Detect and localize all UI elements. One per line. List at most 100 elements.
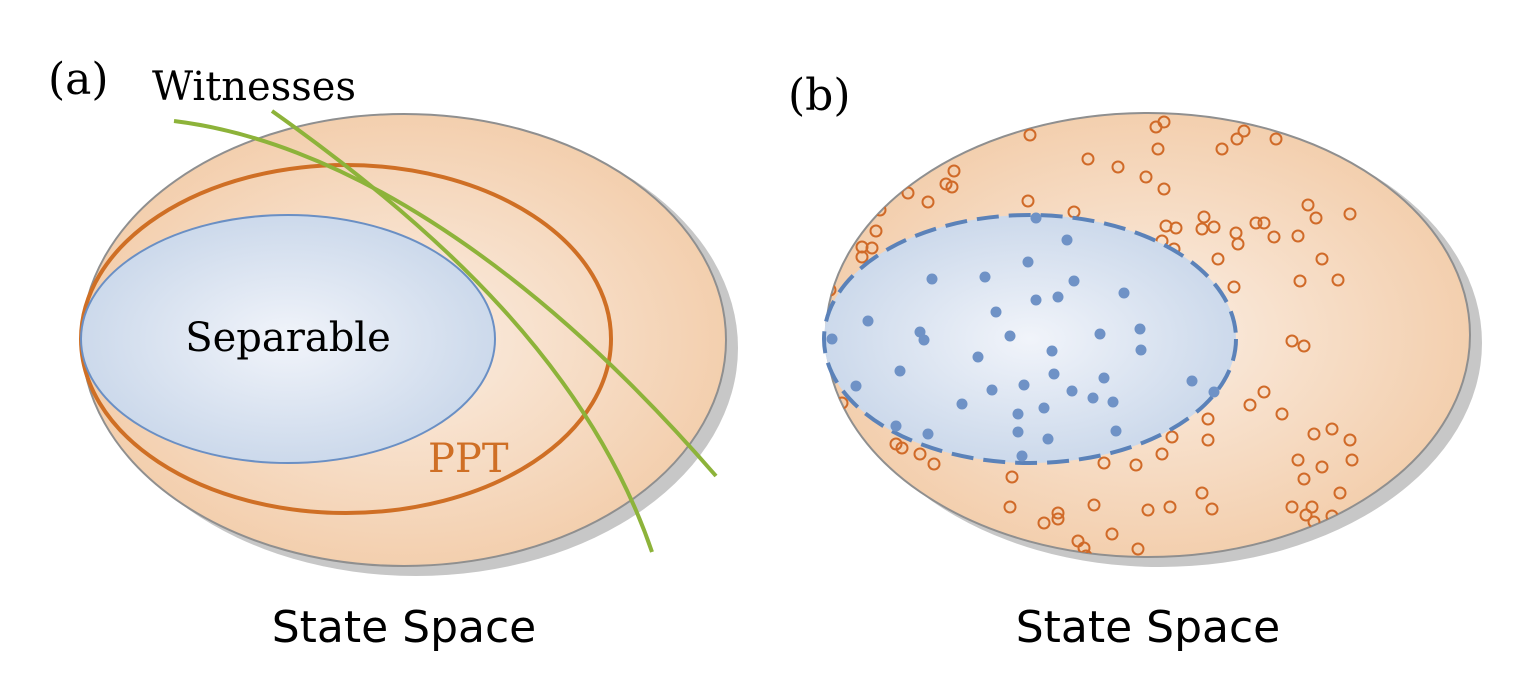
separable-point: [1030, 294, 1042, 306]
separable-ellipse: [80, 214, 496, 464]
entangled-point: [1249, 216, 1263, 230]
separable-point: [926, 273, 938, 285]
separable-point: [1012, 408, 1024, 420]
separable-point: [1038, 402, 1050, 414]
entangled-point: [1293, 274, 1307, 288]
entangled-point: [921, 195, 935, 209]
entangled-point: [1097, 456, 1111, 470]
entangled-point: [927, 457, 941, 471]
entangled-point: [1003, 500, 1017, 514]
separable-region-dashed: [822, 213, 1238, 465]
entangled-point: [1333, 486, 1347, 500]
separable-label: Separable: [185, 315, 391, 361]
entangled-point: [1257, 216, 1271, 230]
entangled-point: [1285, 500, 1299, 514]
entangled-point: [1201, 412, 1215, 426]
separable-point: [956, 398, 968, 410]
separable-point: [1110, 425, 1122, 437]
entangled-point: [1231, 237, 1245, 251]
entangled-point: [901, 186, 915, 200]
entangled-point: [1205, 502, 1219, 516]
caption-b: State Space: [1016, 602, 1281, 653]
entangled-point: [1243, 398, 1257, 412]
entangled-point: [1345, 453, 1359, 467]
entangled-point: [1195, 222, 1209, 236]
separable-point: [1061, 234, 1073, 246]
entangled-point: [1129, 458, 1143, 472]
entangled-point: [945, 180, 959, 194]
entangled-point: [1111, 160, 1125, 174]
separable-point: [1135, 344, 1147, 356]
separable-point: [922, 428, 934, 440]
separable-point: [890, 420, 902, 432]
separable-point: [1208, 386, 1220, 398]
entangled-point: [1195, 486, 1209, 500]
entangled-point: [1257, 385, 1271, 399]
entangled-point: [1005, 470, 1019, 484]
separable-point: [1186, 375, 1198, 387]
entangled-point: [1157, 182, 1171, 196]
separable-point: [1018, 379, 1030, 391]
separable-point: [972, 351, 984, 363]
separable-point: [1068, 275, 1080, 287]
entangled-points: [826, 115, 1359, 557]
panel-b: (b) State Space: [788, 70, 1482, 653]
separable-point: [1118, 287, 1130, 299]
separable-point: [894, 365, 906, 377]
separable-point: [918, 334, 930, 346]
separable-point: [979, 271, 991, 283]
separable-point: [1016, 450, 1028, 462]
entangled-point: [1169, 221, 1183, 235]
entangled-point: [1297, 472, 1311, 486]
entangled-point: [1155, 447, 1169, 461]
entangled-point: [1230, 132, 1244, 146]
separable-point: [1048, 368, 1060, 380]
separable-point: [826, 333, 838, 345]
entangled-point: [1141, 503, 1155, 517]
entangled-point: [1051, 512, 1065, 526]
entangled-point: [1207, 220, 1221, 234]
entangled-point: [1081, 152, 1095, 166]
entangled-point: [1325, 422, 1339, 436]
separable-point: [1004, 330, 1016, 342]
separable-point: [1042, 433, 1054, 445]
entangled-point: [1211, 252, 1225, 266]
separable-points: [826, 212, 1220, 462]
entangled-point: [1343, 207, 1357, 221]
separable-point: [1046, 345, 1058, 357]
entangled-point: [865, 241, 879, 255]
entangled-point: [1037, 516, 1051, 530]
separable-point: [1022, 256, 1034, 268]
separable-point: [1094, 328, 1106, 340]
entangled-point: [1021, 194, 1035, 208]
entangled-point: [1297, 339, 1311, 353]
entangled-point: [1023, 128, 1037, 142]
entangled-point: [1157, 115, 1171, 129]
panel-b-label: (b): [788, 70, 851, 121]
separable-point: [850, 380, 862, 392]
caption-a: State Space: [272, 602, 537, 653]
entangled-point: [1309, 211, 1323, 225]
entangled-point: [1237, 124, 1251, 138]
entangled-point: [869, 224, 883, 238]
witness-line-1: [173, 119, 718, 478]
entangled-point: [1227, 280, 1241, 294]
separable-point: [1107, 396, 1119, 408]
entangled-point: [1215, 142, 1229, 156]
entangled-point: [1197, 210, 1211, 224]
separable-point: [1066, 385, 1078, 397]
separable-point: [1012, 426, 1024, 438]
separable-point: [1087, 392, 1099, 404]
entangled-point: [913, 447, 927, 461]
entangled-point: [1307, 427, 1321, 441]
entangled-point: [1087, 498, 1101, 512]
entangled-point: [1139, 170, 1153, 184]
entangled-point: [895, 441, 909, 455]
entangled-point: [1201, 433, 1215, 447]
entangled-point: [1163, 500, 1177, 514]
separable-point: [1030, 212, 1042, 224]
entangled-point: [1299, 508, 1313, 522]
panel-a-label: (a): [48, 54, 109, 105]
entangled-point: [1331, 273, 1345, 287]
